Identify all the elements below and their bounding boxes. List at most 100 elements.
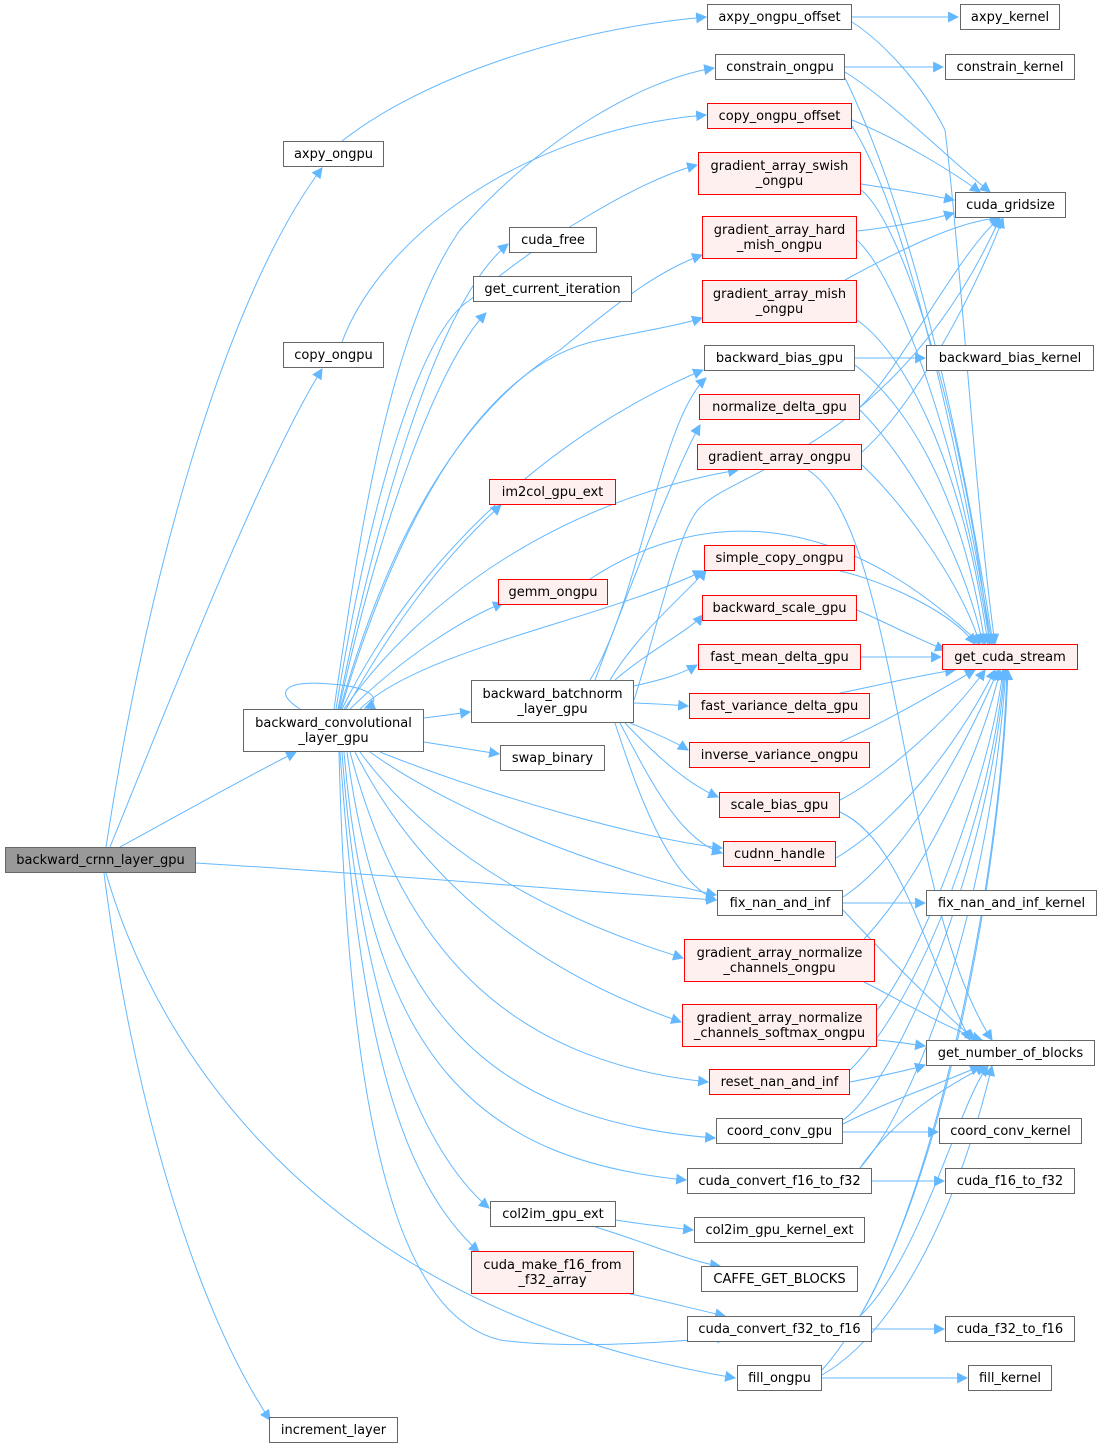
call-edge (333, 64, 716, 710)
node-get-current-iteration[interactable]: get_current_iteration (473, 276, 632, 302)
call-edge (863, 668, 1004, 940)
node-axpy-kernel[interactable]: axpy_kernel (960, 4, 1060, 30)
node-constrain-kernel[interactable]: constrain_kernel (945, 54, 1075, 80)
call-edge (859, 1065, 989, 1317)
node-get-number-of-blocks[interactable]: get_number_of_blocks (926, 1040, 1095, 1066)
call-edge (633, 664, 698, 687)
node-gradient-array-hard-mish-ongpu[interactable]: gradient_array_hard _mish_ongpu (702, 216, 857, 259)
call-edge (614, 614, 704, 681)
node-gradient-array-swish-ongpu[interactable]: gradient_array_swish _ongpu (698, 152, 861, 195)
call-edge (629, 722, 689, 751)
node-label: backward_scale_gpu (712, 600, 847, 616)
node-gradient-array-normalize-channels-ongpu[interactable]: gradient_array_normalize _channels_ongpu (684, 939, 875, 982)
node-label: cudnn_handle (734, 846, 825, 862)
call-edge (423, 741, 501, 758)
node-swap-binary[interactable]: swap_binary (500, 745, 605, 771)
node-get-cuda-stream[interactable]: get_cuda_stream (942, 644, 1078, 670)
node-backward-batchnorm-layer-gpu[interactable]: backward_batchnorm _layer_gpu (471, 680, 634, 723)
node-backward-scale-gpu[interactable]: backward_scale_gpu (702, 595, 857, 621)
node-normalize-delta-gpu[interactable]: normalize_delta_gpu (699, 394, 860, 420)
node-label: gradient_array_normalize _channels_softm… (693, 1010, 866, 1041)
node-gradient-array-normalize-channels-softmax-ongpu[interactable]: gradient_array_normalize _channels_softm… (682, 1004, 877, 1047)
node-gradient-array-ongpu[interactable]: gradient_array_ongpu (697, 444, 862, 470)
node-fix-nan-and-inf[interactable]: fix_nan_and_inf (717, 890, 843, 916)
node-copy-ongpu[interactable]: copy_ongpu (283, 342, 384, 368)
node-label: cuda_make_f16_from _f32_array (483, 1257, 622, 1288)
call-edge (629, 1293, 727, 1320)
call-edge (285, 682, 377, 710)
node-fast-mean-delta-gpu[interactable]: fast_mean_delta_gpu (698, 644, 861, 670)
call-edge (861, 464, 983, 646)
node-backward-crnn-layer-gpu[interactable]: backward_crnn_layer_gpu (5, 847, 196, 873)
call-edge (839, 811, 971, 1041)
node-label: axpy_ongpu_offset (718, 9, 841, 25)
call-edge (856, 609, 947, 652)
node-backward-bias-kernel[interactable]: backward_bias_kernel (926, 345, 1094, 371)
node-label: gradient_array_mish _ongpu (712, 286, 847, 317)
node-axpy-ongpu-offset[interactable]: axpy_ongpu_offset (707, 4, 852, 30)
node-label: gradient_array_ongpu (708, 449, 851, 465)
node-backward-convolutional-layer-gpu[interactable]: backward_convolutional _layer_gpu (243, 709, 424, 752)
node-cuda-free[interactable]: cuda_free (509, 227, 597, 253)
call-edge (609, 569, 707, 681)
node-cuda-make-f16-from-f32-array[interactable]: cuda_make_f16_from _f32_array (471, 1251, 634, 1294)
call-edge (633, 699, 690, 711)
node-label: backward_bias_gpu (715, 350, 844, 366)
node-reset-nan-and-inf[interactable]: reset_nan_and_inf (709, 1069, 850, 1095)
call-edge (614, 722, 718, 902)
node-constrain-ongpu[interactable]: constrain_ongpu (715, 54, 845, 80)
node-fast-variance-delta-gpu[interactable]: fast_variance_delta_gpu (689, 693, 870, 719)
node-col2im-gpu-kernel-ext[interactable]: col2im_gpu_kernel_ext (694, 1217, 865, 1243)
node-label: col2im_gpu_ext (502, 1206, 604, 1222)
call-edge (594, 1226, 722, 1271)
call-edge (842, 668, 1010, 1121)
node-label: inverse_variance_ongpu (700, 747, 859, 763)
node-gradient-array-mish-ongpu[interactable]: gradient_array_mish _ongpu (702, 280, 857, 323)
node-cuda-convert-f16-to-f32[interactable]: cuda_convert_f16_to_f32 (687, 1168, 872, 1194)
node-cuda-convert-f32-to-f16[interactable]: cuda_convert_f32_to_f16 (687, 1316, 872, 1342)
call-edge (851, 119, 981, 193)
call-edge (594, 424, 701, 681)
node-inverse-variance-ongpu[interactable]: inverse_variance_ongpu (689, 742, 870, 768)
node-label: im2col_gpu_ext (501, 484, 604, 500)
call-edge (849, 1062, 927, 1083)
node-coord-conv-gpu[interactable]: coord_conv_gpu (716, 1118, 843, 1144)
node-copy-ongpu-offset[interactable]: copy_ongpu_offset (707, 103, 852, 129)
node-cuda-f32-to-f16[interactable]: cuda_f32_to_f16 (945, 1316, 1075, 1342)
node-fill-kernel[interactable]: fill_kernel (968, 1365, 1052, 1391)
call-edge (341, 110, 708, 343)
call-edge (341, 751, 490, 1209)
node-label: scale_bias_gpu (730, 797, 829, 813)
node-simple-copy-ongpu[interactable]: simple_copy_ongpu (704, 545, 855, 571)
node-fill-ongpu[interactable]: fill_ongpu (737, 1365, 822, 1391)
node-label: gradient_array_swish _ongpu (710, 158, 849, 189)
node-label: increment_layer (280, 1422, 387, 1438)
node-label: fill_kernel (979, 1370, 1041, 1386)
node-caffe-get-blocks[interactable]: CAFFE_GET_BLOCKS (701, 1266, 858, 1292)
call-edge (842, 1065, 981, 1125)
node-im2col-gpu-ext[interactable]: im2col_gpu_ext (489, 479, 616, 505)
node-backward-bias-gpu[interactable]: backward_bias_gpu (704, 345, 855, 371)
node-label: cuda_free (521, 232, 585, 248)
call-edge (103, 872, 271, 1421)
node-cuda-f16-to-f32[interactable]: cuda_f16_to_f32 (945, 1168, 1075, 1194)
node-coord-conv-kernel[interactable]: coord_conv_kernel (939, 1118, 1082, 1144)
node-fix-nan-and-inf-kernel[interactable]: fix_nan_and_inf_kernel (926, 890, 1097, 916)
node-label: constrain_ongpu (726, 59, 834, 75)
call-edge (619, 722, 724, 856)
node-axpy-ongpu[interactable]: axpy_ongpu (283, 141, 384, 167)
node-col2im-gpu-ext[interactable]: col2im_gpu_ext (490, 1201, 616, 1227)
node-increment-layer[interactable]: increment_layer (269, 1417, 398, 1443)
node-label: copy_ongpu (294, 347, 373, 363)
node-scale-bias-gpu[interactable]: scale_bias_gpu (719, 792, 840, 818)
call-edge (842, 909, 976, 1041)
node-label: fill_ongpu (748, 1370, 811, 1386)
node-cudnn-handle[interactable]: cudnn_handle (723, 841, 836, 867)
call-edge (119, 751, 297, 848)
call-edge (337, 243, 509, 710)
node-label: cuda_convert_f16_to_f32 (698, 1173, 861, 1189)
node-gemm-ongpu[interactable]: gemm_ongpu (498, 579, 608, 605)
node-label: backward_bias_kernel (938, 350, 1082, 366)
node-label: fast_variance_delta_gpu (700, 698, 859, 714)
node-cuda-gridsize[interactable]: cuda_gridsize (955, 192, 1066, 218)
